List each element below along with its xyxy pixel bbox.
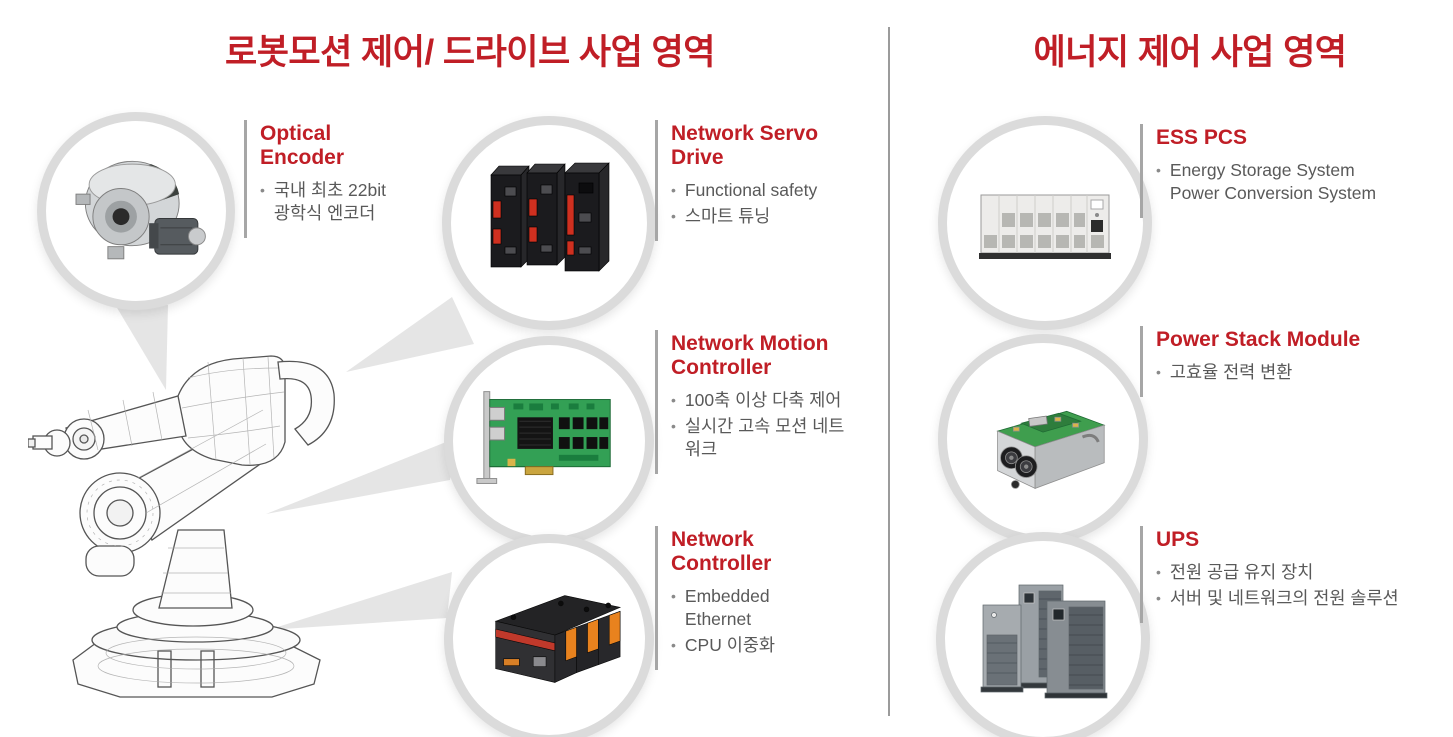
product-block-ups: UPS 전원 공급 유지 장치 서버 및 네트워크의 전원 솔루션 xyxy=(1140,526,1453,624)
product-heading: Optical Encoder xyxy=(260,122,345,169)
product-bullet: Embedded Ethernet xyxy=(671,585,806,631)
product-bullet: Functional safety xyxy=(671,179,871,202)
ess-pcs-photo xyxy=(938,116,1152,330)
product-block-servo-drive: Network Servo Drive Functional safety 스마… xyxy=(655,120,883,242)
product-heading: ESS PCS xyxy=(1156,126,1248,149)
section-divider xyxy=(888,27,890,716)
robot-arm-wireframe xyxy=(27,348,398,713)
product-bullet: Energy Storage System Power Conversion S… xyxy=(1156,159,1401,205)
power-stack-photo xyxy=(938,334,1148,544)
product-bullet: 100축 이상 다축 제어 xyxy=(671,389,851,412)
product-bullet: 고효율 전력 변환 xyxy=(1156,361,1416,384)
motion-controller-photo xyxy=(444,336,654,546)
product-heading: Power Stack Module xyxy=(1156,328,1361,351)
product-block-network-controller: Network Controller Embedded Ethernet CPU… xyxy=(655,526,831,671)
product-block-optical-encoder: Optical Encoder 국내 최초 22bit 광학식 엔코더 xyxy=(244,120,410,239)
product-bullet: 전원 공급 유지 장치 xyxy=(1156,561,1411,584)
product-bullet: 국내 최초 22bit 광학식 엔코더 xyxy=(260,179,398,225)
product-block-motion-controller: Network Motion Controller 100축 이상 다축 제어 … xyxy=(655,330,886,475)
servo-drive-photo xyxy=(442,116,656,330)
right-section-title: 에너지 제어 사업 영역 xyxy=(1033,33,1347,72)
product-bullet: 스마트 튜닝 xyxy=(671,205,871,228)
left-section-title: 로봇모션 제어/ 드라이브 사업 영역 xyxy=(225,33,715,72)
network-controller-photo xyxy=(444,534,654,737)
product-bullet: CPU 이중화 xyxy=(671,634,806,657)
product-bullet: 실시간 고속 모션 네트워크 xyxy=(671,415,851,461)
product-heading: Network Controller xyxy=(671,528,772,575)
product-heading: Network Motion Controller xyxy=(671,332,829,379)
product-block-power-stack: Power Stack Module 고효율 전력 변환 xyxy=(1140,326,1453,398)
product-heading: Network Servo Drive xyxy=(671,122,819,169)
product-heading: UPS xyxy=(1156,528,1200,551)
optical-encoder-photo xyxy=(37,112,235,310)
ups-photo xyxy=(936,532,1150,737)
product-block-ess-pcs: ESS PCS Energy Storage System Power Conv… xyxy=(1140,124,1453,219)
product-bullet: 서버 및 네트워크의 전원 솔루션 xyxy=(1156,587,1411,610)
